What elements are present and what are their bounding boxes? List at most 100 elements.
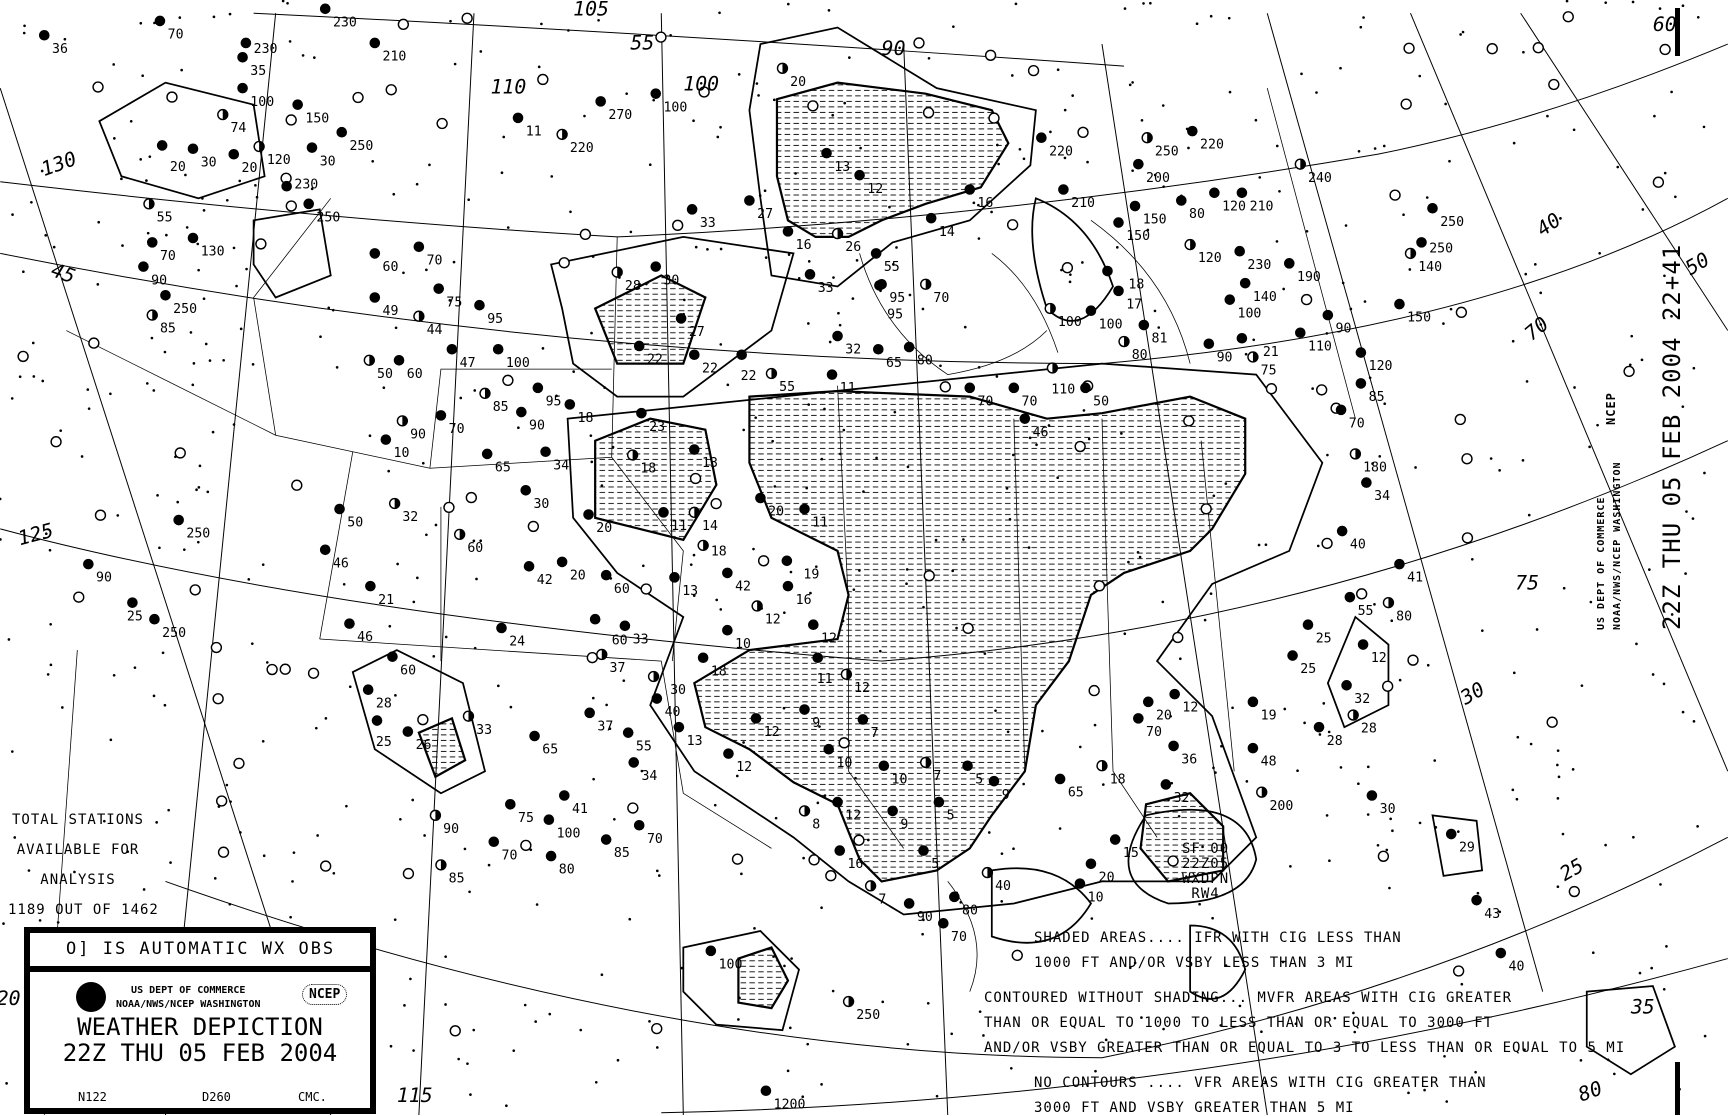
station-ceiling-label: 22 [702,361,718,376]
station-clear-symbol [465,491,478,504]
station-ceiling-label: 90 [151,273,167,288]
station-half-fill [1300,159,1306,170]
station-ceiling-label: 120 [1198,251,1222,266]
lat-lon-label: 100 [683,72,719,95]
station-overcast-icon [281,180,292,192]
grid-dot [472,1028,476,1032]
station-symbol [556,128,568,141]
grid-dot [247,577,251,581]
station-symbol [380,434,392,445]
station-ceiling-label: 28 [625,279,641,294]
station-half-fill [848,996,854,1007]
grid-dot [235,284,238,288]
explanation-line: SHADED AREAS.... IFR WITH CIG LESS THAN [1034,930,1402,946]
grid-dot [995,375,999,378]
grid-dot [583,114,586,118]
chart-title-block: WEATHER DEPICTION 22Z THU 05 FEB 2004 [30,1014,370,1066]
station-clear-symbol [1454,413,1466,426]
grid-dot [1224,964,1228,967]
grid-dot [211,430,215,434]
station-overcast-icon [988,775,1000,787]
station-clear-symbol [285,200,297,212]
grid-dot [1418,821,1422,825]
grid-dot [1022,782,1025,786]
station-ceiling-label: 100 [506,356,530,371]
grid-dot [782,706,786,710]
grid-dot [921,932,924,936]
station-ceiling-label: 100 [250,95,274,110]
station-symbol [1355,347,1367,358]
explanation-line: 1000 FT AND/OR VSBY LESS THAN 3 MI [1034,955,1355,971]
station-ceiling-label: 20 [241,161,257,176]
station-half-fill [484,388,490,399]
station-symbol [1347,709,1359,721]
station-symbol [127,597,138,608]
explanation-line: NO CONTOURS .... VFR AREAS WITH CIG GREA… [1034,1075,1487,1091]
grid-dot [831,989,835,993]
station-ceiling-label: 9 [900,818,908,833]
station-ceiling-label: 81 [1152,332,1168,347]
station-ceiling-label: 30 [201,155,217,170]
grid-dot [854,776,857,780]
grid-dot [977,366,981,369]
station-ceiling-label: 230 [333,15,357,30]
grid-dot [535,903,539,906]
grid-dot [1325,814,1329,817]
grid-dot [30,200,33,204]
grid-dot [1591,951,1595,955]
grid-dot [752,547,755,551]
grid-dot [719,343,723,346]
grid-dot [245,267,248,271]
station-overcast-icon [722,567,733,579]
station-ceiling-label: 50 [1093,394,1109,409]
grid-dot [265,661,269,664]
station-ceiling-label: 90 [96,571,112,586]
grid-dot [655,1046,659,1049]
station-ceiling-label: 70 [1146,725,1162,740]
grid-dot [1579,1059,1583,1062]
station-ceiling-label: 34 [641,769,657,784]
grid-dot [625,92,628,95]
station-clear-symbol [1562,11,1574,23]
station-symbol [143,198,155,210]
station-ceiling-label: 16 [847,857,863,872]
grid-dot [1681,710,1685,714]
station-overcast-icon [804,269,816,280]
station-ceiling-label: 90 [1336,322,1352,337]
station-half-fill [870,880,876,891]
station-overcast-icon [1247,696,1259,708]
grid-dot [927,56,931,60]
station-overcast-icon [812,652,824,664]
station-symbol [920,278,932,290]
grid-dot [1014,2,1018,6]
grid-dot [814,565,818,568]
grid-dot [1604,1,1608,4]
station-overcast-icon [292,99,303,110]
grid-dot [832,276,835,279]
grid-dot [316,834,319,837]
grid-dot [120,177,123,181]
grid-dot [40,169,44,173]
station-symbol [479,387,491,400]
station-overcast-icon [1361,477,1372,488]
station-ceiling-label: 27 [757,207,773,222]
grid-dot [742,428,746,432]
station-clear-symbol [385,84,397,96]
grid-dot [823,794,827,797]
station-clear-symbol [352,91,364,104]
grid-dot [1115,246,1119,249]
station-ceiling-label: 110 [1308,339,1332,354]
station-overcast-icon [689,444,700,455]
grid-dot [1571,768,1575,771]
grid-dot [852,588,856,591]
station-ceiling-label: 32 [402,510,418,525]
grid-dot [1305,229,1309,233]
grid-dot [473,389,477,392]
station-ceiling-label: 65 [495,461,511,476]
grid-dot [475,577,478,581]
stations-count: 1189 OUT OF 1462 [8,902,159,918]
grid-dot [827,9,831,12]
grid-dot [753,927,756,930]
station-ceiling-label: 80 [1132,348,1148,363]
grid-dot [59,429,63,433]
